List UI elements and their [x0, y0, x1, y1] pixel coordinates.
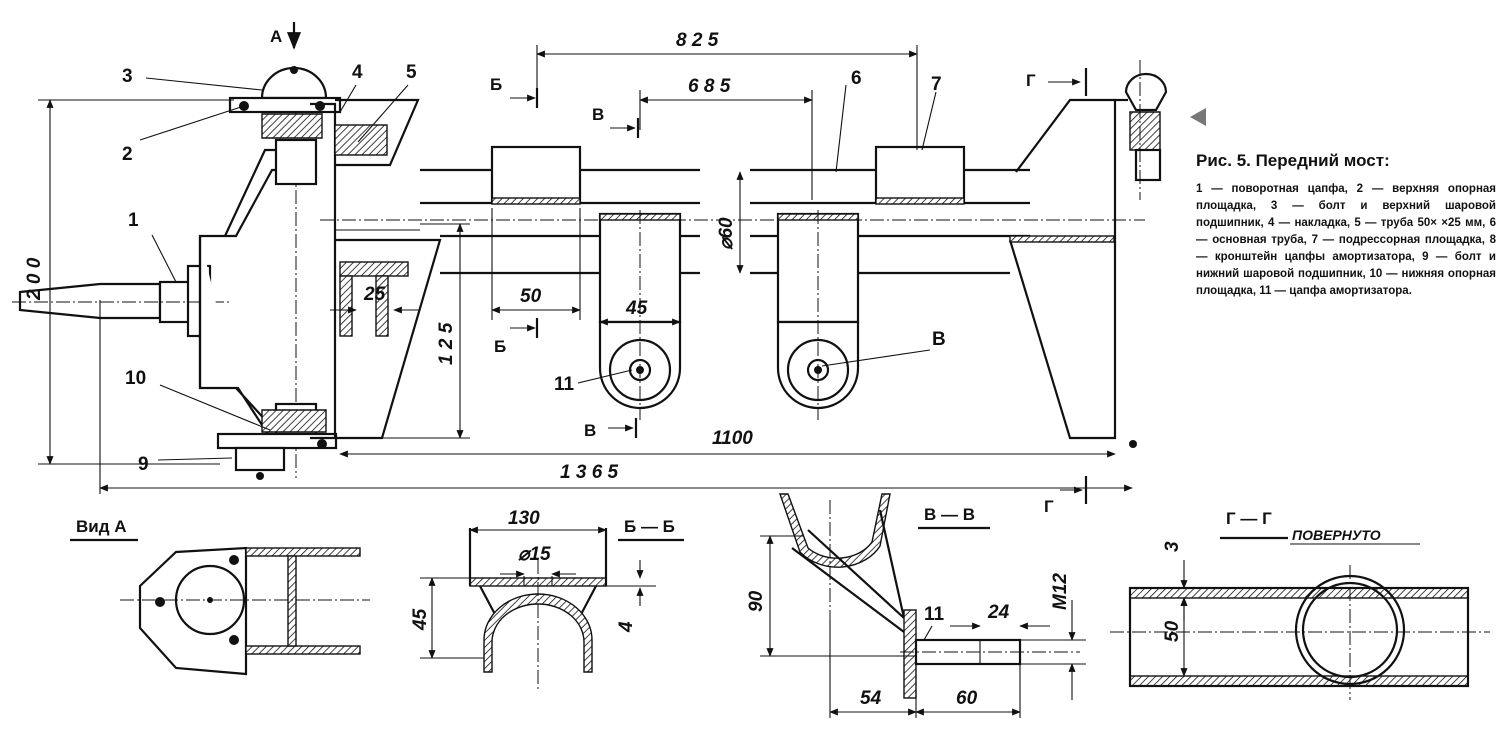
dim-90: 90: [746, 590, 767, 612]
section-v-v: В — В 11 90 24 M12 54 60: [746, 493, 1086, 718]
callout-10: 10: [125, 368, 146, 389]
callout-3: 3: [122, 66, 133, 87]
section-g-g: Г — Г ПОВЕРНУТО 3 50: [1110, 509, 1490, 700]
dim-50: 50: [520, 286, 542, 307]
dim-130: 130: [508, 508, 540, 529]
section-b-b-title: Б — Б: [624, 517, 675, 536]
callout-6: 6: [851, 68, 862, 89]
dim-3: 3: [1162, 541, 1183, 552]
view-a-title: Вид А: [76, 517, 127, 536]
callout-1: 1: [128, 210, 139, 231]
dimension-lines: [38, 45, 1133, 494]
mark-b-top: Б: [490, 75, 502, 94]
dim-685: 6 8 5: [688, 76, 731, 97]
right-bracket: [1008, 60, 1168, 448]
left-bracket: [310, 98, 442, 440]
callout-4: 4: [352, 62, 363, 83]
dim-15: ⌀15: [518, 544, 551, 565]
section-cut-marks: [286, 22, 1088, 504]
main-tube-right: [750, 145, 1030, 420]
mark-g-bottom: Г: [1044, 497, 1054, 516]
callout-2: 2: [122, 144, 133, 165]
callout-11-section: 11: [924, 604, 945, 625]
dim-4: 4: [616, 621, 637, 633]
dim-1100: 1100: [712, 428, 753, 449]
mark-a: А: [270, 27, 282, 46]
dim-45: 45: [625, 298, 648, 319]
lower-ball-joint: [216, 402, 338, 480]
figure-title: Рис. 5. Передний мост:: [1196, 151, 1390, 170]
figure-caption: Рис. 5. Передний мост: 1 — поворотная ца…: [1196, 150, 1496, 300]
section-v-v-title: В — В: [924, 505, 975, 524]
mark-v-top: В: [592, 105, 604, 124]
callout-5: 5: [406, 62, 417, 83]
page-marker-icon: [1190, 108, 1206, 126]
rotated-label: ПОВЕРНУТО: [1292, 527, 1381, 543]
section-b-b: Б — Б 130 ⌀15 45 4: [410, 508, 684, 690]
dim-60: ⌀60: [716, 217, 737, 250]
figure-legend: 1 — поворотная цапфа, 2 — верхняя опорна…: [1196, 183, 1496, 297]
callout-leaders: [139, 77, 937, 461]
mark-v-bottom: В: [584, 421, 596, 440]
upper-ball-joint: [228, 66, 342, 186]
dim-60-vv: 60: [956, 688, 978, 709]
dim-1365: 1 3 6 5: [560, 462, 619, 483]
dim-45-bb: 45: [410, 608, 431, 631]
dim-m12: M12: [1050, 573, 1071, 610]
dim-50-gg: 50: [1162, 620, 1183, 642]
main-tube-left: [320, 145, 1145, 420]
section-g-g-title: Г — Г: [1226, 509, 1272, 528]
callout-11-main: 11: [554, 374, 575, 395]
dim-54: 54: [860, 688, 882, 709]
dim-200: 2 0 0: [24, 257, 45, 301]
mark-b-bottom: Б: [494, 337, 506, 356]
dim-25: 25: [363, 284, 386, 305]
dim-825: 8 2 5: [676, 30, 719, 51]
dim-24: 24: [987, 602, 1010, 623]
dim-125: 1 2 5: [436, 322, 457, 365]
callout-9: 9: [138, 454, 149, 475]
mark-g-top: Г: [1026, 71, 1036, 90]
callout-7: 7: [931, 74, 942, 95]
view-a: Вид А: [70, 517, 370, 676]
main-view: 1 2 3 4 5 6 7 10 9 11 В 8 2 5 6 8 5 2 0 …: [12, 22, 1168, 516]
callout-b-main: В: [932, 329, 946, 350]
